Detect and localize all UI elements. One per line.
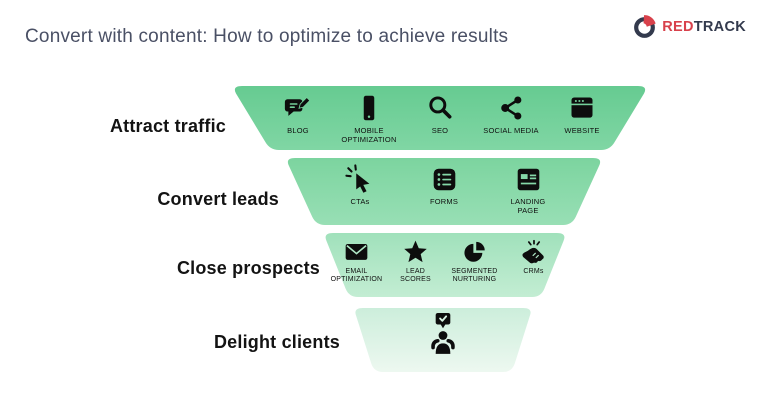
item-label: SEGMENTED NURTURING — [451, 268, 498, 284]
seo-icon — [429, 96, 452, 119]
redtrack-logo-text: REDTRACK — [662, 19, 746, 35]
redtrack-logo: REDTRACK — [632, 13, 746, 40]
delight-client-icon-box — [426, 312, 460, 358]
item-label: MOBILE OPTIMIZATION — [341, 126, 397, 144]
funnel-item-landing-page: LANDING PAGE — [488, 164, 568, 215]
funnel-stage-1-shape — [234, 86, 646, 150]
stage-4-items — [353, 312, 533, 358]
ctas-icon — [345, 164, 370, 193]
email-optimization-icon — [345, 244, 368, 260]
stage-3-items: EMAIL OPTIMIZATION LEAD SCORES SEGMENTED… — [323, 238, 567, 285]
funnel-item-delight-client — [426, 312, 460, 358]
funnel-item-website: WEBSITE — [548, 93, 616, 135]
pie-icon-box — [462, 238, 488, 265]
funnel-item-seo: SEO — [406, 93, 474, 135]
funnel-item-social-media: SOCIAL MEDIA — [477, 93, 545, 135]
funnel-item-forms: FORMS — [404, 164, 484, 206]
page-title: Convert with content: How to optimize to… — [25, 26, 509, 47]
stage-label-delight-clients: Delight clients — [213, 332, 340, 352]
item-label: SOCIAL MEDIA — [483, 126, 539, 135]
item-label: EMAIL OPTIMIZATION — [330, 268, 383, 284]
logo-red-part: RED — [662, 18, 694, 35]
item-label: LEAD SCORES — [400, 268, 431, 284]
item-label: BLOG — [287, 126, 309, 135]
stage-label-close-prospects: Close prospects — [176, 258, 320, 278]
email-icon-box — [343, 238, 370, 265]
item-label: WEBSITE — [564, 126, 600, 135]
crms-icon — [521, 239, 544, 263]
delight-client-icon — [431, 313, 455, 354]
segmented-nurturing-icon — [463, 241, 485, 262]
mobile-icon-box — [355, 93, 383, 123]
blog-icon — [284, 96, 311, 116]
stage-1-items: BLOG MOBILE OPTIMIZATION SEO — [232, 93, 648, 144]
stage-label-attract-traffic: Attract traffic — [109, 116, 226, 136]
stage-2-items: CTAs FORMS — [285, 164, 603, 215]
item-label: FORMS — [429, 197, 459, 206]
landing-page-icon — [517, 168, 539, 190]
website-icon-box — [568, 93, 596, 123]
lead-scores-icon — [404, 240, 427, 262]
funnel-item-mobile-optimization: MOBILE OPTIMIZATION — [335, 93, 403, 144]
funnel-item-lead-scores: LEAD SCORES — [387, 238, 445, 285]
item-label: CTAs — [350, 197, 370, 206]
handshake-icon-box — [520, 238, 548, 265]
item-label: LANDING PAGE — [510, 197, 546, 215]
redtrack-logo-icon — [634, 15, 656, 38]
blog-icon-box — [283, 93, 313, 123]
seo-icon-box — [426, 93, 454, 123]
mobile-optimization-icon — [363, 95, 375, 121]
landing-page-icon-box — [514, 164, 543, 194]
funnel-item-blog: BLOG — [264, 93, 332, 135]
stage-label-convert-leads: Convert leads — [157, 189, 279, 209]
ctas-icon-box — [345, 164, 375, 194]
social-media-icon-box — [498, 93, 525, 123]
funnel-item-segmented-nurturing: SEGMENTED NURTURING — [446, 238, 504, 285]
social-media-icon — [500, 96, 521, 120]
funnel-stage-4-shape — [355, 308, 531, 372]
funnel-item-crms: CRMs — [505, 238, 563, 276]
forms-icon-box — [430, 164, 459, 194]
funnel-stage-3-shape — [325, 233, 565, 297]
funnel-item-ctas: CTAs — [320, 164, 400, 206]
funnel-item-email-optimization: EMAIL OPTIMIZATION — [328, 238, 386, 285]
item-label: SEO — [431, 126, 449, 135]
logo-track-part: TRACK — [693, 18, 746, 35]
website-icon — [571, 97, 593, 118]
item-label: CRMs — [523, 268, 544, 275]
forms-icon — [433, 168, 455, 190]
star-icon-box — [402, 238, 429, 265]
